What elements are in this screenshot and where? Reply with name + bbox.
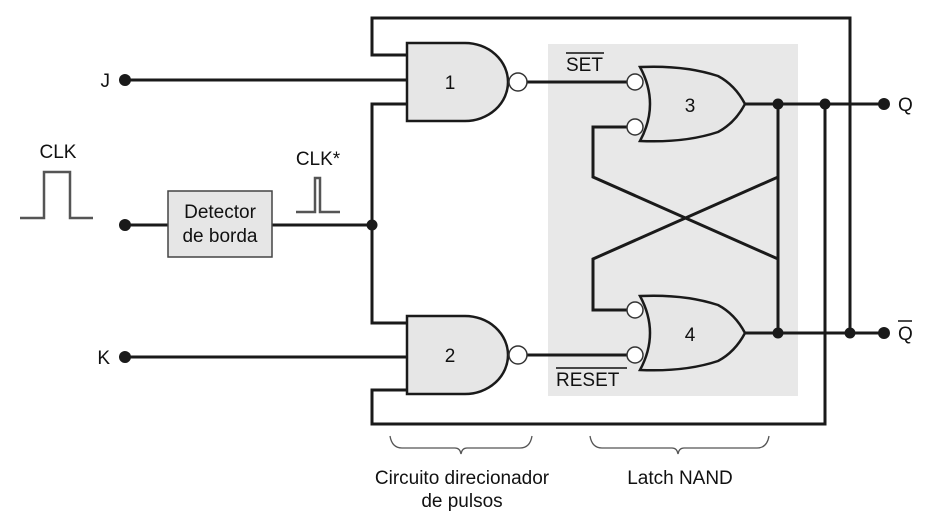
junction-clk-star [366,219,378,231]
caption-latch: Latch NAND [627,468,733,489]
junction-q-feedback [819,98,831,110]
nand-gate-2: 2 [405,314,528,396]
wire-clk-star-bus [370,102,407,325]
nand-gate-3: 3 [626,65,747,143]
input-label-j: J [101,71,111,92]
wire-cross-qbar-to-gate3 [591,174,780,333]
terminal-q [878,98,890,110]
caption-steering-2: de pulsos [421,491,502,512]
output-label-q: Q [898,95,913,116]
caption-steering-1: Circuito direcionador [375,468,550,489]
gate-4-number: 4 [685,325,696,346]
brace-nand-latch [589,435,770,455]
edge-detector-label-2: de borda [182,226,257,247]
brace-steering-circuit [389,435,533,455]
gate-1-number: 1 [445,73,456,94]
clk-label: CLK [40,142,77,163]
terminal-clk [119,219,131,231]
junction-qbar-cross [772,327,784,339]
clk-pulse-waveform [20,170,93,220]
clk-star-label: CLK* [296,149,341,170]
terminal-j [119,74,131,86]
junction-qbar-feedback [844,327,856,339]
nand-gate-1: 1 [405,41,528,123]
terminal-qbar [878,327,890,339]
input-label-k: K [97,348,110,369]
terminal-k [119,351,131,363]
nand-gate-4: 4 [626,294,747,372]
gate-3-number: 3 [685,96,696,117]
clk-star-pulse-waveform [296,176,340,214]
edge-detector-block: Detector de borda [167,190,273,258]
gate-2-number: 2 [445,346,456,367]
edge-detector-label-1: Detector [184,202,256,223]
set-signal-label: SET [566,55,603,76]
reset-signal-label: RESET [556,370,620,391]
output-label-q-bar: Q [898,324,913,345]
wire-feedback-qbar-to-gate1 [370,16,852,333]
junction-q-cross [772,98,784,110]
wire-feedback-q-to-gate2 [370,104,827,426]
